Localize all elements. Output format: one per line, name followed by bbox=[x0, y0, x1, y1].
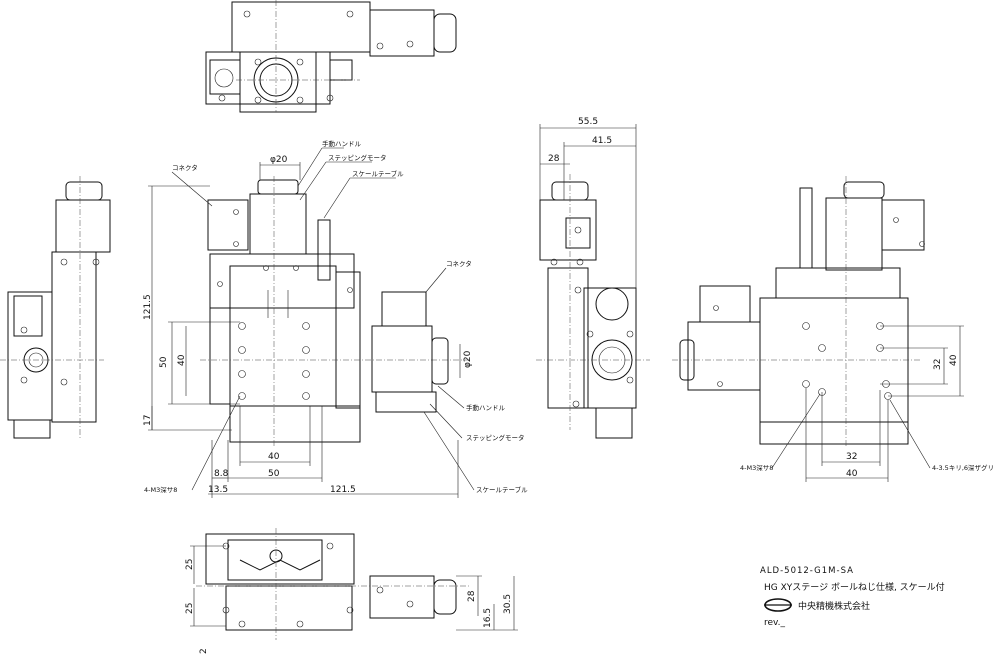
dim-16-5: 16.5 bbox=[483, 608, 493, 628]
front-view-annotations: 手動ハンドル ステッピングモータ スケールテーブル コネクタ コネクタ 手動ハン… bbox=[144, 139, 528, 494]
label-motor-right: ステッピングモータ bbox=[466, 433, 525, 442]
dim-13-5: 13.5 bbox=[208, 485, 228, 495]
dim-40-horizontal-right: 40 bbox=[846, 469, 858, 479]
dim-phi20-top: φ20 bbox=[270, 155, 288, 165]
dim-50-horizontal: 50 bbox=[268, 469, 280, 479]
label-m3-left: 4-M3深サ8 bbox=[144, 485, 177, 494]
dim-55-5: 55.5 bbox=[578, 117, 598, 127]
dim-41-5: 41.5 bbox=[592, 136, 612, 146]
top-view bbox=[205, 0, 457, 113]
label-scale-right: スケールテーブル bbox=[476, 485, 528, 494]
dim-phi20-right: φ20 bbox=[463, 350, 473, 368]
label-counterbore: 4-3.5キリ,6深ザグリ bbox=[932, 463, 994, 472]
label-knob: コネクタ bbox=[172, 163, 198, 172]
dim-32-vertical: 32 bbox=[933, 359, 943, 370]
dim-40-vertical: 40 bbox=[177, 354, 187, 366]
model-number: ALD-5012-G1M-SA bbox=[760, 566, 854, 576]
dim-30-5: 30.5 bbox=[503, 594, 513, 614]
right-side-view: 55.5 41.5 28 bbox=[536, 117, 650, 439]
label-m3-right: 4-M3深サ8 bbox=[740, 463, 773, 472]
dim-17-vertical: 17 bbox=[143, 415, 153, 426]
title-block: ALD-5012-G1M-SA HG XYステージ ボールねじ仕様, スケール付… bbox=[760, 566, 945, 628]
dim-2: 2 bbox=[199, 648, 209, 654]
company-logo-icon bbox=[764, 598, 792, 612]
product-description: HG XYステージ ボールねじ仕様, スケール付 bbox=[764, 581, 945, 593]
label-handle: 手動ハンドル bbox=[322, 139, 362, 148]
dim-40-horizontal: 40 bbox=[268, 452, 280, 462]
label-knob-right: コネクタ bbox=[446, 259, 472, 268]
label-scale-table: スケールテーブル bbox=[352, 169, 404, 178]
company-name: 中央精機株式会社 bbox=[798, 600, 870, 612]
dim-121-5-vertical: 121.5 bbox=[143, 294, 153, 320]
dim-32-horizontal: 32 bbox=[846, 452, 857, 462]
label-stepping-motor: ステッピングモータ bbox=[328, 153, 387, 162]
label-handle-right: 手動ハンドル bbox=[466, 403, 506, 412]
front-view bbox=[200, 176, 470, 446]
dim-25-a: 25 bbox=[185, 559, 195, 570]
dim-50-vertical: 50 bbox=[159, 356, 169, 368]
dim-8-8: 8.8 bbox=[214, 469, 229, 479]
dim-121-5-horizontal: 121.5 bbox=[330, 485, 356, 495]
revision-label: rev._ bbox=[764, 618, 786, 628]
left-side-view bbox=[0, 176, 111, 440]
front-view-dimensions: φ20 121.5 50 40 17 40 50 8.8 13.5 121.5 … bbox=[143, 155, 473, 498]
bottom-view: 25 25 28 30.5 16.5 2 bbox=[185, 528, 518, 654]
dim-28-bottom: 28 bbox=[467, 590, 477, 602]
dim-25-b: 25 bbox=[185, 603, 195, 614]
dim-28-top: 28 bbox=[548, 154, 560, 164]
dim-40-vertical-right: 40 bbox=[949, 354, 959, 366]
rear-view bbox=[672, 176, 925, 448]
rear-view-dimensions: 32 40 32 40 4-M3深サ8 4-3.5キリ,6深ザグリ bbox=[740, 325, 994, 482]
